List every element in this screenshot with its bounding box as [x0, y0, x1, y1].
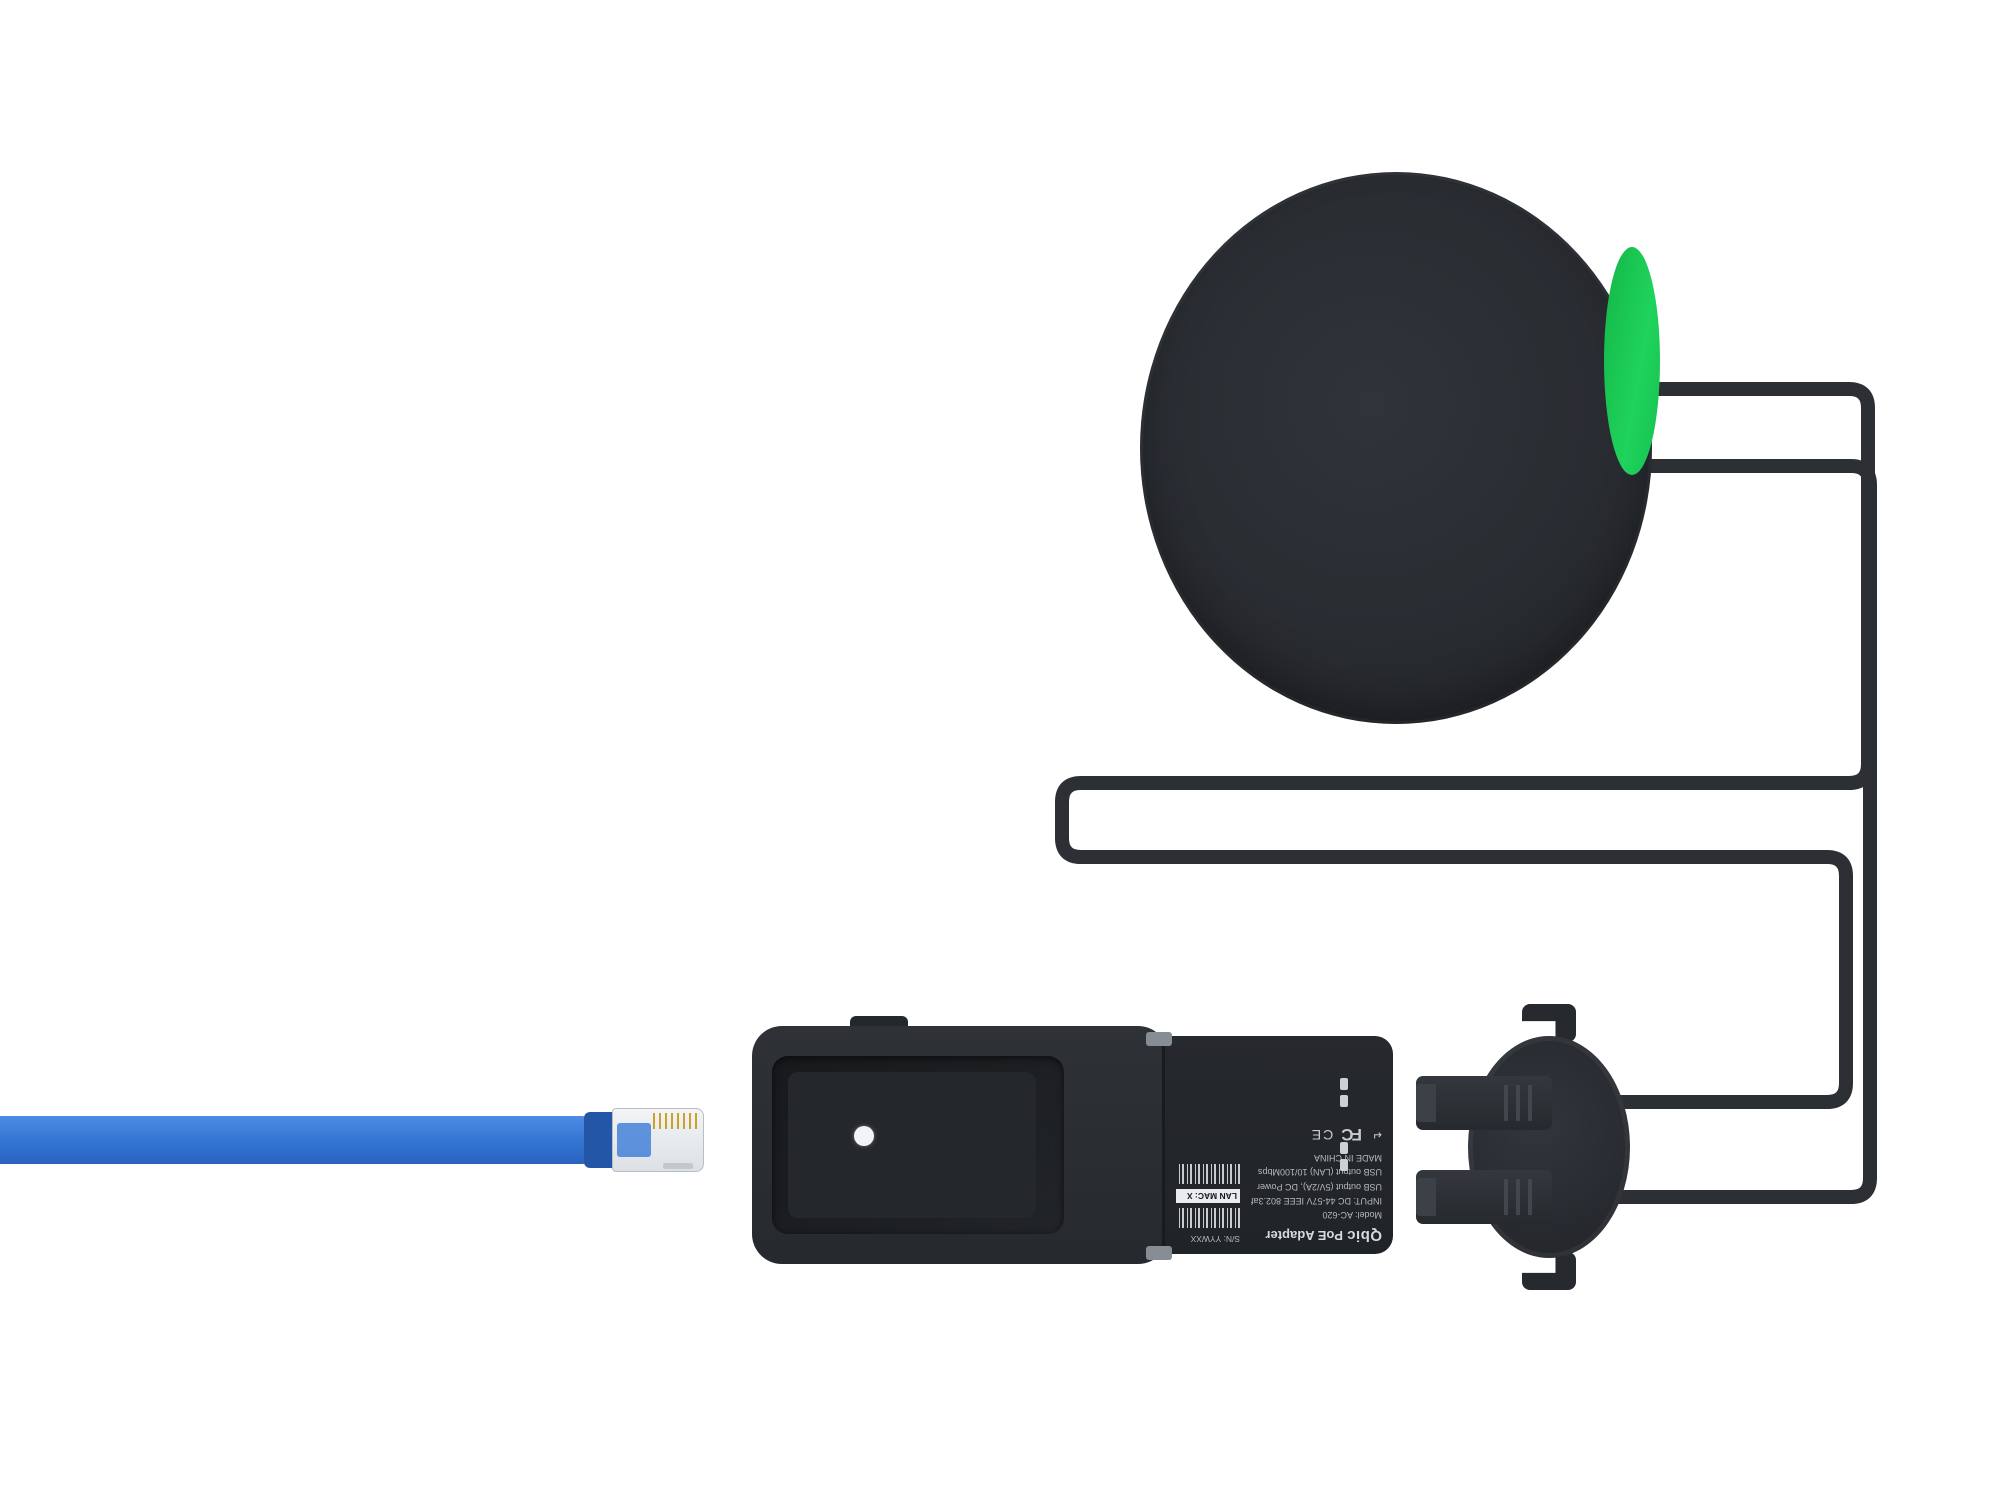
usb-lan-spec-text: USB output (LAN) 10/100Mbps — [1257, 1167, 1382, 1178]
indicator-hole — [854, 1126, 874, 1146]
rj45-gold-pins-icon — [653, 1113, 697, 1129]
wireless-puck-device — [1140, 172, 1652, 724]
usb-power-spec-text: USB output (5V/2A), DC Power — [1256, 1181, 1382, 1192]
usb-plug-ridges — [1504, 1085, 1538, 1121]
lan-mac-badge: LAN MAC: X — [1176, 1188, 1240, 1204]
label-spec-column: Qbic PoE Adapter Model: AC-620 INPUT: DC… — [1248, 1048, 1382, 1244]
brand-row: Qbic PoE Adapter — [1248, 1225, 1383, 1244]
certification-marks: ↵ FC CE — [1248, 1124, 1382, 1145]
serial-number-text: S/N: YYWXX — [1190, 1234, 1240, 1244]
rj45-recess-floor — [788, 1072, 1036, 1218]
green-led-port — [1604, 247, 1660, 475]
adapter-clip-bottom-icon — [1146, 1246, 1172, 1260]
origin-text: MADE IN CHINA — [1313, 1153, 1382, 1164]
usb-plug-tip — [1416, 1084, 1436, 1122]
usb-port-marks-bottom — [1340, 1142, 1348, 1176]
usb-port-mark — [1340, 1078, 1348, 1090]
usb-plug-top — [1416, 1076, 1552, 1130]
rj45-cable-inside — [617, 1123, 651, 1157]
usb-port-mark — [1340, 1095, 1348, 1107]
usb-port-mark — [1340, 1142, 1348, 1154]
rj45-latch — [663, 1163, 693, 1169]
barcode-icon — [1176, 1163, 1240, 1184]
adapter-clip-top-icon — [1146, 1032, 1172, 1046]
ce-mark-icon: CE — [1309, 1127, 1334, 1144]
usb-plug-ridges — [1504, 1179, 1538, 1215]
usb-cable-bottom — [1593, 459, 1877, 1204]
brand-logo: Qbic — [1346, 1227, 1382, 1244]
usb-plug-tip — [1416, 1178, 1436, 1216]
label-id-column: S/N: YYWXX LAN MAC: X — [1176, 1048, 1240, 1244]
input-spec-text: INPUT: DC 44-57V IEEE 802.3af — [1250, 1196, 1382, 1206]
adapter-rj45-cap — [752, 1026, 1168, 1264]
rj45-plug — [612, 1108, 704, 1172]
barcode-icon — [1176, 1208, 1240, 1229]
model-text: Model: AC-620 — [1322, 1210, 1382, 1221]
usb-plug-bottom — [1416, 1170, 1552, 1224]
return-arrow-icon: ↵ — [1371, 1127, 1382, 1142]
cable-grommet-disc — [1468, 1036, 1630, 1258]
product-name: PoE Adapter — [1265, 1228, 1344, 1243]
usb-port-marks-top — [1340, 1078, 1348, 1112]
usb-port-mark — [1340, 1159, 1348, 1171]
device-label: Qbic PoE Adapter Model: AC-620 INPUT: DC… — [1176, 1048, 1382, 1244]
ethernet-cable — [0, 1116, 592, 1164]
rj45-recess — [772, 1056, 1064, 1234]
